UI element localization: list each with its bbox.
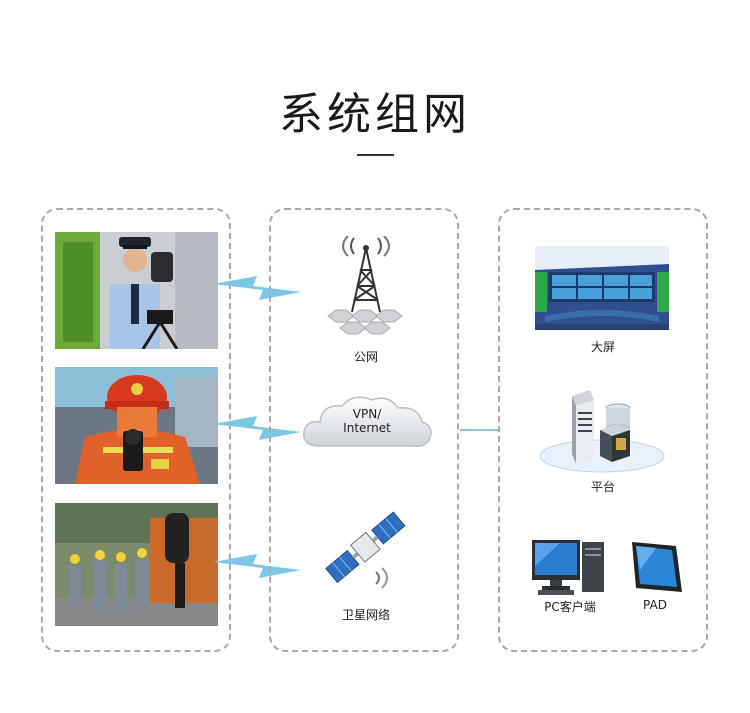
pc-client-icon: [532, 540, 604, 595]
pc-client-label: PC客户端: [544, 600, 596, 614]
platform-label: 平台: [590, 480, 615, 494]
network-connector-line: [460, 429, 498, 431]
network-panel: [269, 208, 459, 652]
cloud-icon: [303, 396, 432, 448]
public-network-label: 公网: [353, 350, 378, 364]
wireless-link-icon: [213, 276, 301, 300]
control-room-photo: [535, 246, 669, 330]
cell-tower-icon: [327, 236, 403, 335]
big-screen-label: 大屏: [590, 340, 615, 354]
police-officer-photo: [55, 232, 218, 349]
terminals-panel: [41, 208, 231, 652]
satellite-icon: [325, 511, 406, 589]
page-title: 系统组网: [279, 89, 471, 140]
wireless-link-icon: [213, 554, 301, 578]
tablet-pad-icon: [632, 542, 682, 592]
pad-label: PAD: [643, 598, 667, 612]
vpn-label-line2: Internet: [343, 421, 391, 435]
wireless-link-icon: [213, 416, 301, 440]
vpn-label-line1: VPN/: [352, 407, 382, 421]
server-platform-icon: [539, 390, 665, 473]
field-workers-photo: [55, 503, 218, 626]
platform-panel: [498, 208, 708, 652]
vpn-internet-label: VPN/ Internet: [300, 407, 434, 435]
title-underline: [357, 154, 394, 156]
firefighter-photo: [55, 367, 218, 484]
satellite-network-label: 卫星网络: [341, 608, 390, 622]
